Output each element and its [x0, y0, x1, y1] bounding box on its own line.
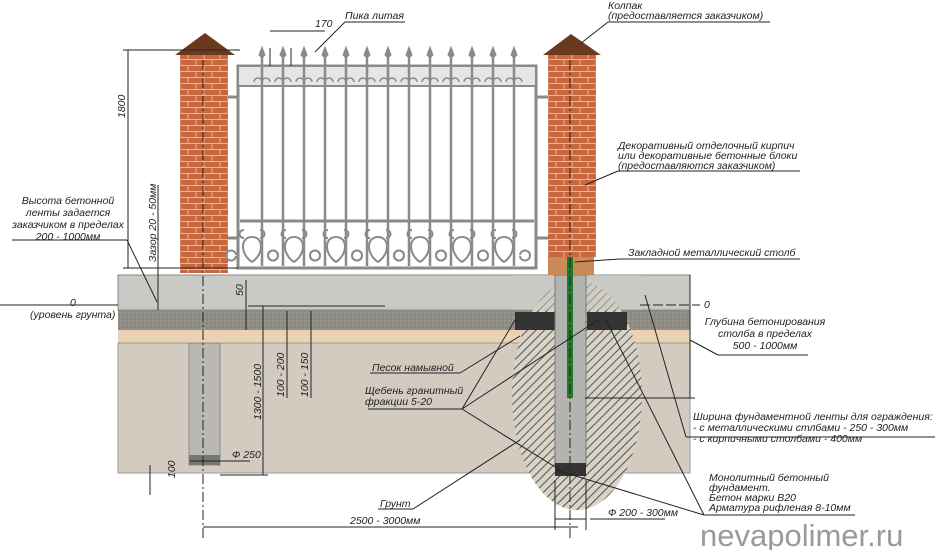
dim-50: 50 — [234, 284, 246, 296]
post-depth-line3: 500 - 1000мм — [733, 340, 798, 352]
top-scroll — [421, 77, 439, 83]
top-scroll — [253, 77, 271, 83]
top-scroll — [505, 77, 523, 83]
concrete-pile — [188, 342, 221, 466]
spike-tip — [342, 45, 350, 59]
strip-height-line3: заказчиком в пределах — [11, 219, 124, 231]
spike-tip — [510, 45, 518, 59]
top-scroll — [295, 77, 313, 83]
top-scroll — [400, 77, 418, 83]
post-depth-line1: Глубина бетонирования — [705, 316, 826, 328]
span-label: 2500 - 3000мм — [349, 515, 420, 527]
spike-tip — [405, 45, 413, 59]
monolith-line2: фундамент. — [709, 482, 771, 494]
top-scroll — [379, 77, 397, 83]
bottom-scroll — [393, 229, 447, 263]
brick-pillar-left — [180, 52, 228, 273]
strip-height-line2: ленты задается — [25, 207, 111, 219]
zero-level-left: 0 — [70, 297, 76, 309]
spike-tip — [363, 45, 371, 59]
strip-width-line3: - с кирпичными столбами - 400мм — [693, 433, 862, 445]
post-depth-line2: столба в пределах — [718, 328, 813, 340]
dim-100: 100 — [166, 460, 178, 478]
top-scroll — [358, 77, 376, 83]
zero-level-right: 0 — [704, 299, 710, 311]
spike-tip — [426, 45, 434, 59]
ground-label: Грунт — [380, 498, 411, 510]
strip-height-line4: 200 - 1000мм — [35, 231, 101, 243]
spike-tip — [468, 45, 476, 59]
cap-label-line2: (предоставляется заказчиком) — [608, 10, 763, 22]
gap-label: Зазор 20 - 50мм — [147, 184, 159, 263]
watermark: nevapolimer.ru — [700, 518, 903, 550]
brick-pillar-right — [548, 52, 596, 257]
monolith-line1: Монолитный бетонный — [709, 472, 829, 484]
dim-100-150: 100 - 150 — [299, 352, 311, 397]
bottom-scroll — [477, 229, 531, 263]
pile-diameter-label: Ф 250 — [232, 449, 261, 461]
spike-tip — [384, 45, 392, 59]
top-scroll — [274, 77, 292, 83]
ground-level-label: (уровень грунта) — [30, 309, 115, 321]
sand-label: Песок намывной — [372, 362, 454, 374]
strip-height-line1: Высота бетонной — [22, 195, 115, 207]
top-scroll — [316, 77, 334, 83]
strip-width-line1: Ширина фундаментной ленты для ограждения… — [693, 411, 933, 423]
top-scroll — [463, 77, 481, 83]
bottom-scroll — [309, 229, 363, 263]
top-scroll — [442, 77, 460, 83]
spike-tip — [489, 45, 497, 59]
brick-label-line1: Декоративный отделочный кирпич — [617, 140, 795, 152]
cap-label-line1: Колпак — [608, 0, 643, 12]
dim-1300-1500: 1300 - 1500 — [252, 364, 264, 420]
height-dimension: 1800 — [116, 94, 128, 118]
bottom-scroll — [267, 229, 321, 263]
metal-post-label: Закладной металлический столб — [628, 247, 797, 259]
bottom-scroll — [225, 229, 279, 263]
gravel-label-line1: Щебень гранитный — [365, 385, 463, 397]
gravel-label-line2: фракции 5-20 — [365, 396, 432, 408]
dimension-lines — [0, 30, 700, 540]
spike-tip — [321, 45, 329, 59]
bottom-scroll — [435, 229, 489, 263]
pile-base — [189, 455, 220, 465]
monolith-line4: Арматура рифленая 8-10мм — [708, 502, 851, 514]
brick-label-line2: или декоративные бетонные блоки — [618, 150, 797, 162]
bottom-scroll — [351, 229, 405, 263]
leader-lines — [12, 21, 935, 516]
spike-label: Пика литая — [345, 10, 404, 22]
gravel-section-left — [515, 312, 555, 330]
spike-spacing-label: 170 — [315, 18, 333, 30]
top-scroll — [337, 77, 355, 83]
spike-tip — [279, 45, 287, 59]
strip-width-line2: - с металлическими стлбами - 250 - 300мм — [693, 422, 908, 434]
monolith-line3: Бетон марки В20 — [709, 492, 796, 504]
brick-label-line3: (предоставляются заказчиком) — [618, 160, 775, 172]
pillar-cap-right — [543, 34, 601, 55]
pillar-cap-left — [175, 33, 235, 55]
top-scroll — [484, 77, 502, 83]
spike-tip — [300, 45, 308, 59]
wrought-iron-fence-panel — [225, 45, 548, 270]
spike-tip — [447, 45, 455, 59]
spike-tip — [258, 45, 266, 59]
post-diameter-label: Ф 200 - 300мм — [608, 507, 678, 519]
dim-100-200: 100 - 200 — [275, 352, 287, 397]
